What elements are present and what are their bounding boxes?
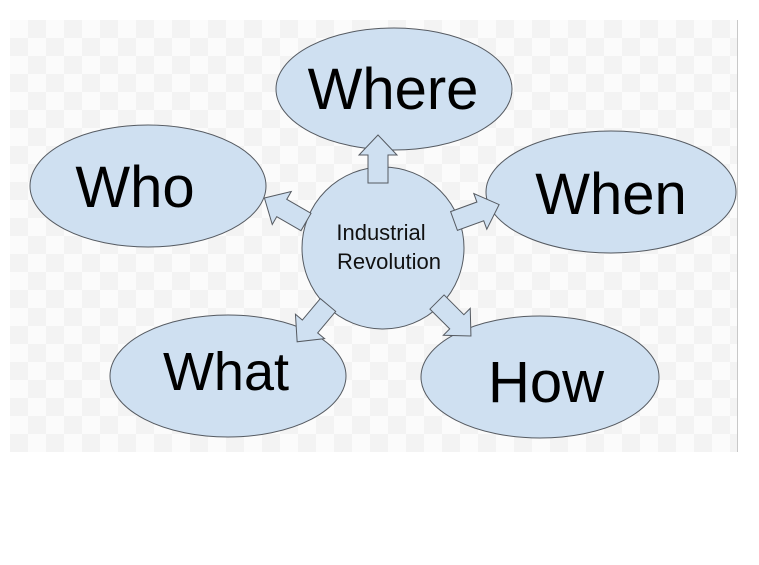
arrow-to-who xyxy=(263,190,312,232)
arrow-to-when xyxy=(449,192,500,232)
canvas-border xyxy=(737,20,738,452)
arrow-to-how xyxy=(429,294,472,337)
what-node xyxy=(109,314,347,438)
arrow-to-where xyxy=(357,134,399,184)
how-label: How xyxy=(488,350,605,415)
where-node xyxy=(275,27,513,151)
center-label-line1: Industrial xyxy=(336,220,425,245)
who-label: Who xyxy=(75,155,194,220)
what-label: What xyxy=(163,342,289,402)
center-label-line2: Revolution xyxy=(337,249,441,274)
how-node xyxy=(420,315,660,439)
where-label: Where xyxy=(308,57,479,122)
arrow-to-what xyxy=(294,297,337,343)
when-node xyxy=(485,130,737,254)
who-node xyxy=(29,124,267,248)
when-label: When xyxy=(535,162,687,227)
